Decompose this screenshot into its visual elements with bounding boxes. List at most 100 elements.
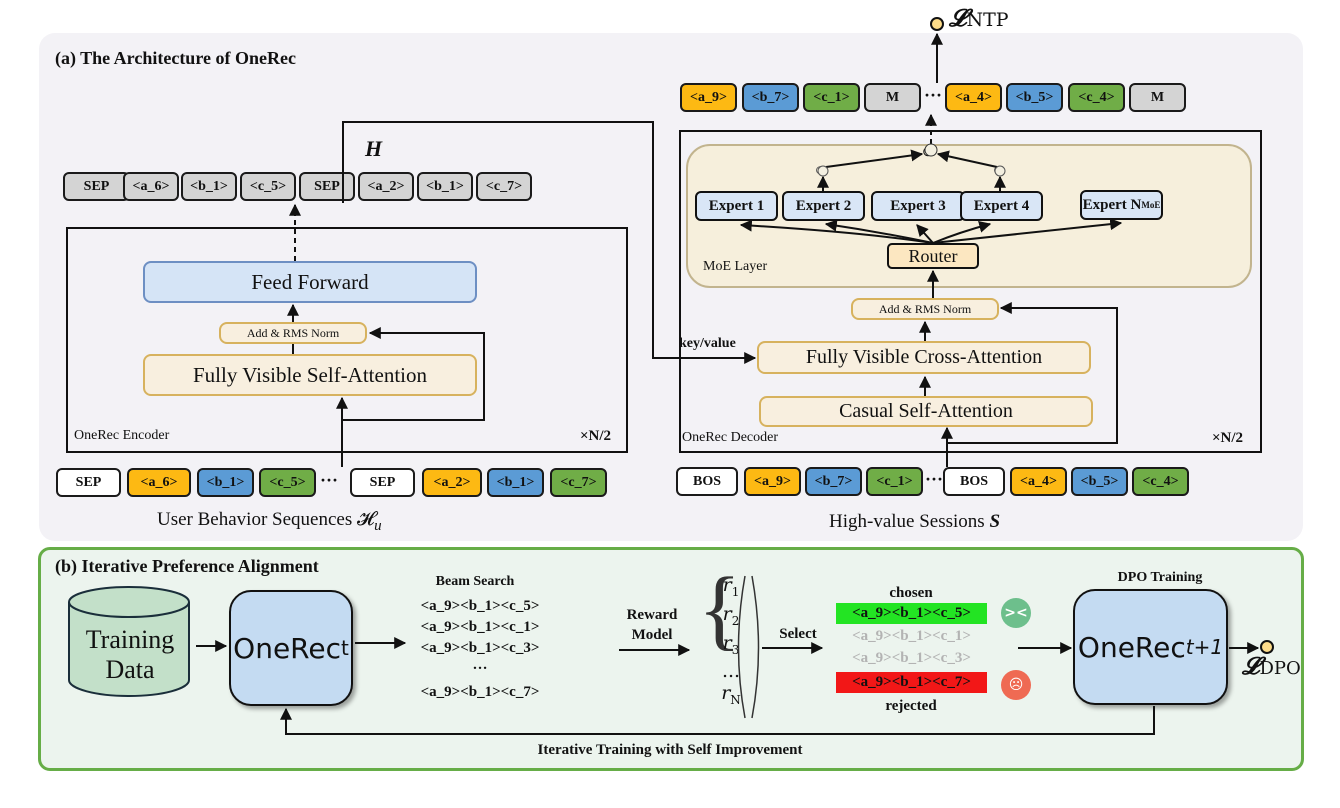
onerec-next-label: OneRec <box>1077 630 1186 664</box>
onerec-t-subscript: t <box>341 636 349 660</box>
beam-result-ellipsis: … <box>472 657 488 673</box>
encoder-output-token: <b_1> <box>181 172 237 201</box>
encoder-caption: User Behavior Sequences 𝓗u <box>157 509 382 535</box>
decoder-input-token: <b_7> <box>805 467 862 496</box>
encoder-input-token: <c_5> <box>259 468 316 497</box>
expert-4: Expert 4 <box>960 191 1043 221</box>
hidden-state-label: H <box>365 136 383 161</box>
decoder-input-token: BOS <box>943 467 1005 496</box>
reward-model-line: Reward <box>626 607 678 623</box>
ntp-loss-node <box>930 17 944 31</box>
encoder-input-token: <c_7> <box>550 468 607 497</box>
encoder-input-token: <b_1> <box>487 468 544 497</box>
architecture-panel-title: (a) The Architecture of OneRec <box>55 48 296 68</box>
decoder-output-token: <a_4> <box>945 83 1002 112</box>
key-value-label: key/value <box>679 336 736 351</box>
decoder-caption-symbol: S <box>989 511 1001 532</box>
reward-value: rN <box>721 682 741 708</box>
encoder-output-token: <a_2> <box>358 172 414 201</box>
sad-face-icon: ☹ <box>1001 670 1031 700</box>
beam-result: <a_9><b_1><c_7> <box>420 684 540 700</box>
reward-model-label: Reward Model <box>617 605 687 645</box>
dpo-loss-node <box>1260 640 1274 654</box>
rejected-candidate: <a_9><b_1><c_7> <box>836 672 987 693</box>
dpo-loss-subscript: DPO <box>1259 658 1301 679</box>
feed-forward-layer: Feed Forward <box>143 261 477 303</box>
iterative-training-label: Iterative Training with Self Improvement <box>537 742 803 758</box>
encoder-self-attention: Fully Visible Self-Attention <box>143 354 477 396</box>
chosen-label: chosen <box>889 585 933 601</box>
training-data-label: Training Data <box>70 625 190 685</box>
causal-self-attention-layer: Casual Self-Attention <box>759 396 1093 427</box>
encoder-add-norm: Add & RMS Norm <box>219 322 367 344</box>
dpo-training-title: DPO Training <box>1117 570 1203 585</box>
preference-panel-title: (b) Iterative Preference Alignment <box>55 556 319 576</box>
encoder-caption-subscript: u <box>374 517 382 534</box>
beam-result: <a_9><b_1><c_3> <box>420 640 540 656</box>
encoder-output-token: <a_6> <box>123 172 179 201</box>
encoder-repeat-label: ×N/2 <box>580 428 612 444</box>
decoder-output-ellipsis: ··· <box>924 85 943 105</box>
reward-value: r2 <box>722 602 740 628</box>
encoder-output-token: <c_5> <box>240 172 296 201</box>
reward-vector-brace: { <box>698 560 742 659</box>
expert-2: Expert 2 <box>782 191 865 221</box>
ntp-loss-label: 𝓛NTP <box>949 6 1009 33</box>
encoder-caption-text: User Behavior Sequences 𝓗 <box>157 509 375 530</box>
expert-n-subscript: MoE <box>1141 200 1161 210</box>
training-data-cylinder <box>68 586 190 697</box>
decoder-input-token: <a_9> <box>744 467 801 496</box>
expert-n-label: Expert N <box>1082 196 1142 213</box>
rejected-label: rejected <box>885 698 937 714</box>
onerec-t-label: OneRec <box>233 631 341 665</box>
encoder-input-token: <a_6> <box>127 468 191 497</box>
reward-value: r1 <box>722 574 740 599</box>
expert-1: Expert 1 <box>695 191 778 221</box>
decoder-caption-text: High-value Sessions <box>829 511 990 532</box>
encoder-output-token: SEP <box>63 172 130 201</box>
unused-candidate: <a_9><b_1><c_1> <box>852 628 971 644</box>
decoder-input-token: <b_5> <box>1071 467 1128 496</box>
encoder-input-token: <b_1> <box>197 468 254 497</box>
decoder-output-token: <c_1> <box>803 83 860 112</box>
reward-value: r3 <box>722 631 740 657</box>
encoder-output-token: <b_1> <box>417 172 473 201</box>
ntp-loss-subscript: NTP <box>966 9 1009 31</box>
happy-face-icon: >< <box>1001 598 1031 628</box>
encoder-input-token: <a_2> <box>422 468 482 497</box>
decoder-input-token: <c_1> <box>866 467 923 496</box>
encoder-output-token: <c_7> <box>476 172 532 201</box>
decoder-output-token: <c_4> <box>1068 83 1125 112</box>
decoder-output-token: M <box>864 83 921 112</box>
cross-attention-layer: Fully Visible Cross-Attention <box>757 341 1091 374</box>
dpo-loss-label: 𝓛DPO <box>1242 654 1301 681</box>
beam-result: <a_9><b_1><c_5> <box>420 598 540 614</box>
reward-ellipsis: ... <box>721 660 741 683</box>
decoder-repeat-label: ×N/2 <box>1212 430 1244 446</box>
unused-candidate: <a_9><b_1><c_3> <box>852 650 971 666</box>
beam-search-title: Beam Search <box>435 574 515 589</box>
decoder-output-token: <a_9> <box>680 83 737 112</box>
encoder-label: OneRec Encoder <box>74 428 170 443</box>
moe-layer-label: MoE Layer <box>703 259 768 274</box>
decoder-output-token: <b_7> <box>742 83 799 112</box>
reward-model-line: Model <box>631 627 673 643</box>
onerec-next-subscript: t+1 <box>1185 635 1224 659</box>
decoder-input-token: <c_4> <box>1132 467 1189 496</box>
reward-vector: r1 r2 r3 ... rN <box>712 574 750 711</box>
decoder-output-token: M <box>1129 83 1186 112</box>
encoder-input-token: SEP <box>350 468 415 497</box>
encoder-input-token: SEP <box>56 468 121 497</box>
training-data-line: Training <box>85 625 175 654</box>
decoder-output-token: <b_5> <box>1006 83 1063 112</box>
select-label: Select <box>779 626 817 642</box>
encoder-output-token: SEP <box>299 172 355 201</box>
ntp-loss-symbol: 𝓛 <box>949 6 967 32</box>
decoder-add-norm: Add & RMS Norm <box>851 298 999 320</box>
training-data-line: Data <box>105 655 155 684</box>
decoder-caption: High-value Sessions S <box>829 511 1000 533</box>
dpo-loss-symbol: 𝓛 <box>1242 654 1260 680</box>
